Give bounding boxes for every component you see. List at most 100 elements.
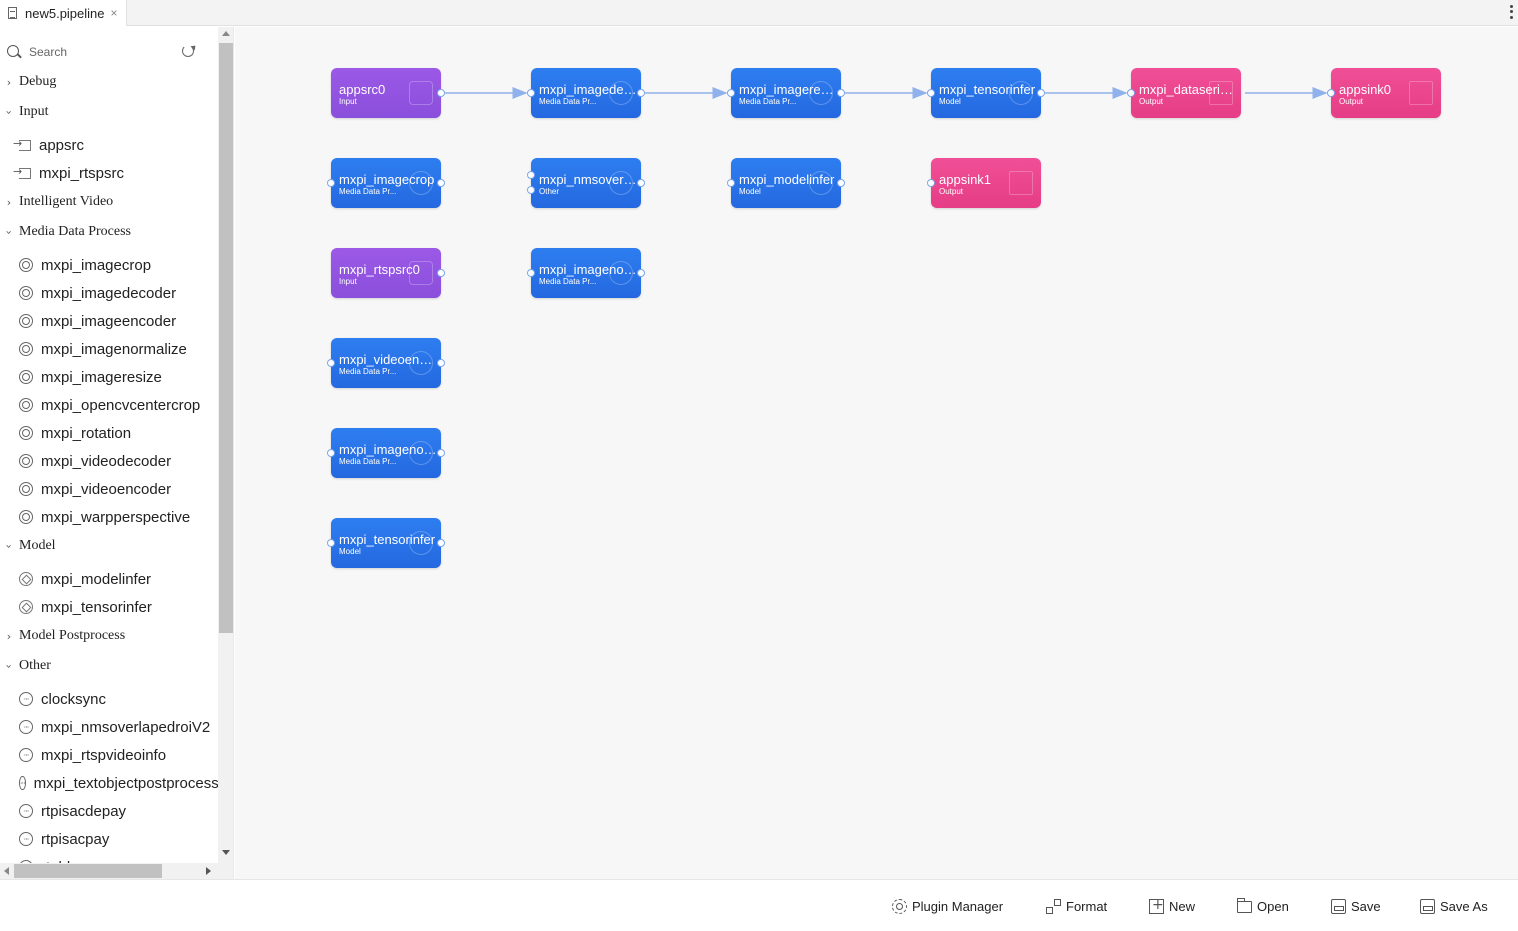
plugin-manager-button[interactable]: Plugin Manager [892,897,1003,915]
refresh-icon[interactable] [182,45,194,57]
plugin-item[interactable]: mxpi_imageencoder [0,307,218,335]
save-button[interactable]: Save [1331,897,1381,915]
horizontal-scroll-thumb[interactable] [14,864,162,878]
output-port[interactable] [837,179,845,187]
scroll-up-icon[interactable] [222,31,230,36]
input-port[interactable] [527,269,535,277]
output-port[interactable] [837,89,845,97]
plugin-item[interactable]: ···mxpi_rtspvideoinfo [0,741,218,769]
input-port[interactable] [927,89,935,97]
new-button[interactable]: New [1149,897,1195,915]
node-category: Media Data Pr... [739,97,797,106]
output-port[interactable] [437,539,445,547]
open-button[interactable]: Open [1237,897,1289,915]
more-vertical-icon[interactable] [1508,4,1514,20]
output-port[interactable] [637,269,645,277]
input-port[interactable] [727,89,735,97]
category-intelligent-video[interactable]: ›Intelligent Video [0,187,218,217]
pipeline-node-mdp[interactable]: mxpi_imagenormalizeMedia Data Pr... [527,248,645,298]
pipeline-node-mdp[interactable]: mxpi_imagedecoderMedia Data Pr... [527,68,645,118]
format-button[interactable]: Format [1046,897,1107,915]
pipeline-node-mdp[interactable]: mxpi_videoencoderMedia Data Pr... [327,338,445,388]
chevron-icon[interactable]: › [6,195,12,209]
output-port[interactable] [637,89,645,97]
category-input[interactable]: ›Input [0,97,218,127]
plugin-item[interactable]: mxpi_imagecrop [0,251,218,279]
chevron-icon[interactable]: › [2,663,16,669]
plugin-item[interactable]: mxpi_videodecoder [0,447,218,475]
editor-tab[interactable]: new5.pipeline × [0,0,127,26]
scroll-left-icon[interactable] [4,867,9,875]
plugin-item[interactable]: mxpi_imagedecoder [0,279,218,307]
input-port[interactable] [327,359,335,367]
plugin-item[interactable]: mxpi_opencvcentercrop [0,391,218,419]
plugin-item[interactable]: ···mxpi_textobjectpostprocess [0,769,219,797]
category-model-postprocess[interactable]: ›Model Postprocess [0,621,218,651]
plugin-item[interactable]: ···rtpisacpay [0,825,218,853]
scroll-right-icon[interactable] [206,867,211,875]
chevron-icon[interactable]: › [6,75,12,89]
pipeline-node-other[interactable]: mxpi_nmsoverlapedroiOther [527,158,645,208]
plugin-item[interactable]: appsrc [0,131,218,159]
category-debug[interactable]: ›Debug [0,67,218,97]
input-port[interactable] [527,171,535,179]
node-type-icon [809,81,833,105]
plugin-item[interactable]: mxpi_warpperspective [0,503,218,531]
node-type-icon [409,261,433,285]
input-port[interactable] [327,539,335,547]
plugin-item-label: mxpi_videodecoder [41,452,172,470]
output-port[interactable] [1037,89,1045,97]
input-port[interactable] [1127,89,1135,97]
category-media-data-process[interactable]: ›Media Data Process [0,217,218,247]
input-port[interactable] [927,179,935,187]
pipeline-node-mdp[interactable]: mxpi_imagenormalizeMedia Data Pr... [327,428,445,478]
output-port[interactable] [437,359,445,367]
plugin-item[interactable]: mxpi_imageresize [0,363,218,391]
chevron-icon[interactable]: › [2,543,16,549]
chevron-icon[interactable]: › [2,109,16,115]
plugin-item[interactable]: mxpi_tensorinfer [0,593,218,621]
plugin-item[interactable]: mxpi_modelinfer [0,565,218,593]
input-port[interactable] [327,179,335,187]
output-port[interactable] [437,89,445,97]
vertical-scroll-thumb[interactable] [219,43,233,633]
input-port[interactable] [527,89,535,97]
plugin-item[interactable]: mxpi_imagenormalize [0,335,218,363]
plugin-item[interactable]: mxpi_videoencoder [0,475,218,503]
vertical-scrollbar[interactable] [218,27,233,879]
search-input[interactable] [24,41,168,63]
input-port[interactable] [727,179,735,187]
output-port[interactable] [437,269,445,277]
save-as-button[interactable]: Save As [1420,897,1488,915]
close-icon[interactable]: × [110,6,118,20]
scroll-down-icon[interactable] [222,850,230,855]
category-label: Model [19,538,56,553]
horizontal-scrollbar[interactable] [0,863,218,879]
output-port[interactable] [437,449,445,457]
output-port[interactable] [437,179,445,187]
category-model[interactable]: ›Model [0,531,218,561]
category-other[interactable]: ›Other [0,651,218,681]
output-port[interactable] [637,179,645,187]
plugin-item[interactable]: mxpi_rotation [0,419,218,447]
plugin-item[interactable]: ···mxpi_nmsoverlapedroiV2 [0,713,218,741]
plugin-item[interactable]: ···clocksync [0,685,218,713]
input-port[interactable] [527,186,535,194]
chevron-icon[interactable]: › [6,629,12,643]
input-port[interactable] [327,449,335,457]
plugin-item[interactable]: mxpi_rtspsrc [0,159,218,187]
plugin-item[interactable]: ···rtpisacdepay [0,797,218,825]
chevron-icon[interactable]: › [2,229,16,235]
input-port[interactable] [1327,89,1335,97]
